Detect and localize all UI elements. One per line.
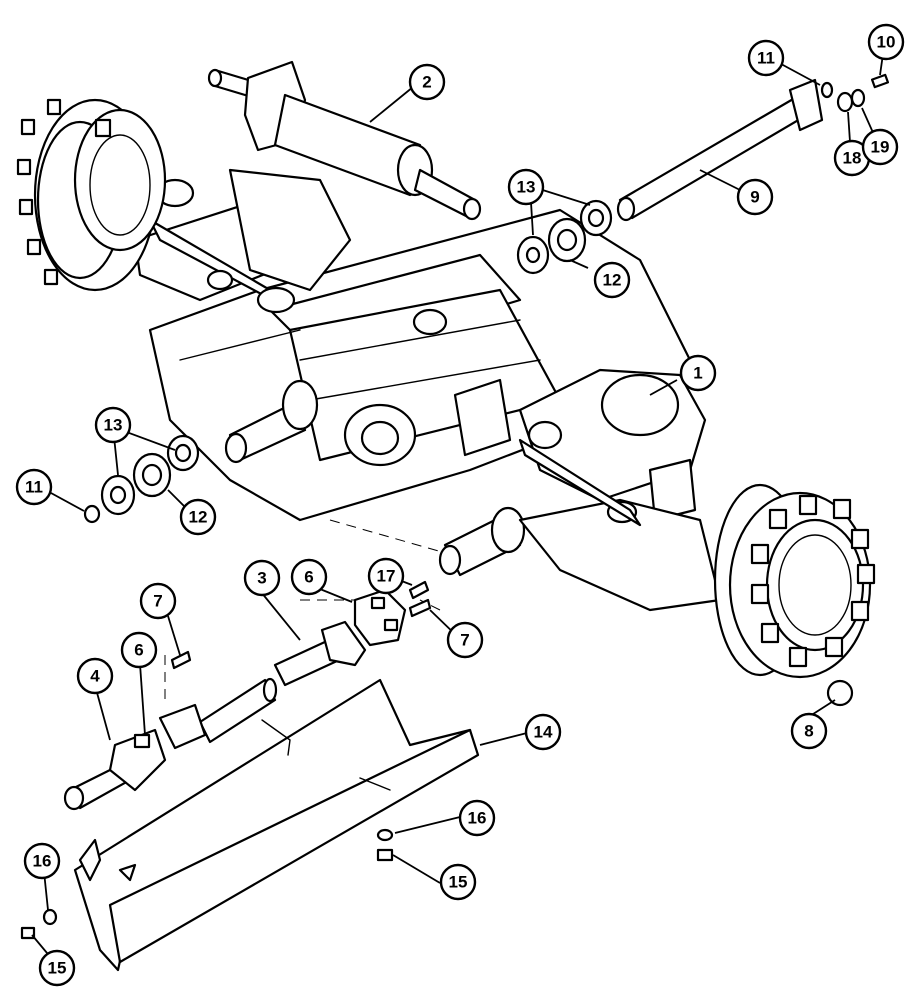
callout-1: 1 (679, 354, 717, 392)
fittings (83, 73, 890, 707)
axle-housing (133, 168, 722, 612)
svg-text:15: 15 (48, 959, 67, 978)
svg-text:12: 12 (603, 271, 622, 290)
callout-16a: 16 (458, 799, 496, 837)
svg-text:13: 13 (104, 416, 123, 435)
svg-text:10: 10 (877, 33, 896, 52)
svg-text:16: 16 (468, 809, 487, 828)
svg-text:17: 17 (377, 567, 396, 586)
callout-15a: 15 (439, 863, 477, 901)
svg-text:11: 11 (757, 49, 775, 68)
svg-text:7: 7 (460, 631, 469, 650)
right-hub (713, 483, 876, 679)
svg-text:18: 18 (843, 149, 862, 168)
callout-7a: 7 (139, 582, 177, 620)
pivot-shaft (616, 78, 824, 222)
callout-4: 4 (76, 657, 114, 695)
left-hub-studs (16, 98, 112, 286)
svg-text:14: 14 (534, 723, 553, 742)
svg-text:9: 9 (750, 188, 759, 207)
svg-text:6: 6 (134, 641, 143, 660)
callout-7b: 7 (446, 621, 484, 659)
callout-11a: 11 (747, 39, 785, 77)
callout-12b: 12 (179, 498, 217, 536)
svg-text:12: 12 (189, 508, 208, 527)
svg-text:2: 2 (422, 73, 431, 92)
shaft-guard (73, 678, 480, 972)
drive-shaft (63, 580, 432, 811)
callout-17: 17 (367, 557, 405, 595)
callout-3: 3 (243, 559, 281, 597)
right-hub-studs (750, 494, 876, 668)
callout-11b: 11 (15, 468, 53, 506)
svg-text:8: 8 (804, 722, 813, 741)
svg-text:1: 1 (693, 364, 702, 383)
callout-14: 14 (524, 713, 562, 751)
callout-10: 10 (867, 23, 905, 61)
svg-text:16: 16 (33, 852, 52, 871)
guard-fasteners (20, 828, 394, 940)
callout-16b: 16 (23, 842, 61, 880)
callout-2: 2 (408, 63, 446, 101)
callout-6a: 6 (120, 631, 158, 669)
svg-text:7: 7 (153, 592, 162, 611)
svg-text:3: 3 (257, 569, 266, 588)
left-hub (16, 98, 167, 292)
svg-text:19: 19 (871, 138, 890, 157)
svg-text:6: 6 (304, 568, 313, 587)
callout-8: 8 (790, 712, 828, 750)
callout-9: 9 (736, 178, 774, 216)
svg-text:15: 15 (449, 873, 468, 892)
washers-upper (516, 199, 613, 275)
callout-15b: 15 (38, 949, 76, 987)
callout-6b: 6 (290, 558, 328, 596)
callout-18: 18 (833, 139, 871, 177)
svg-text:11: 11 (25, 478, 43, 497)
steering-cylinder (207, 60, 482, 221)
callout-13a: 13 (507, 168, 545, 206)
washers-lower (100, 434, 200, 516)
svg-text:13: 13 (517, 178, 536, 197)
svg-text:4: 4 (90, 667, 100, 686)
callout-19: 19 (861, 128, 899, 166)
callout-12a: 12 (593, 261, 631, 299)
callout-13b: 13 (94, 406, 132, 444)
